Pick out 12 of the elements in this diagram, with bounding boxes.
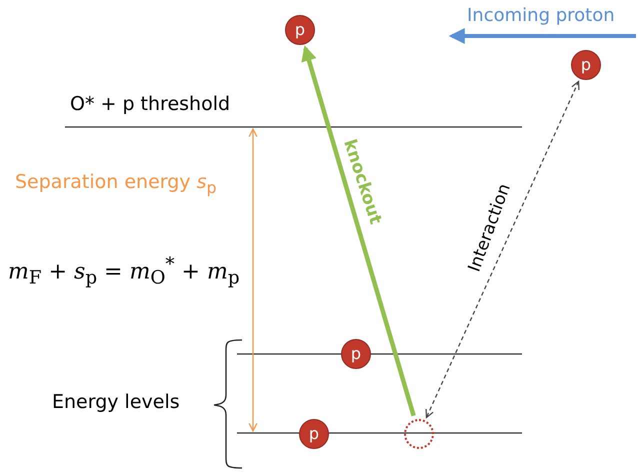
mass-equation: m$_{F}$ + s$_{p}$ = m$_{O}$$^{*}$ + m$_{p}$	[8, 255, 240, 289]
arrow	[426, 80, 580, 418]
proton-circle: p	[571, 50, 601, 80]
proton-circle: p	[285, 15, 315, 45]
proton-circle: p	[299, 419, 329, 449]
separation-energy-label: Separation energy s$_{p}$	[15, 172, 217, 196]
vacancy-circle	[404, 419, 434, 449]
incoming-proton-label: Incoming proton	[467, 6, 615, 26]
energy-levels-label: Energy levels	[52, 392, 180, 413]
threshold-label: O* + p threshold	[70, 94, 230, 115]
proton-circle: p	[341, 339, 371, 369]
arrow	[301, 45, 416, 416]
